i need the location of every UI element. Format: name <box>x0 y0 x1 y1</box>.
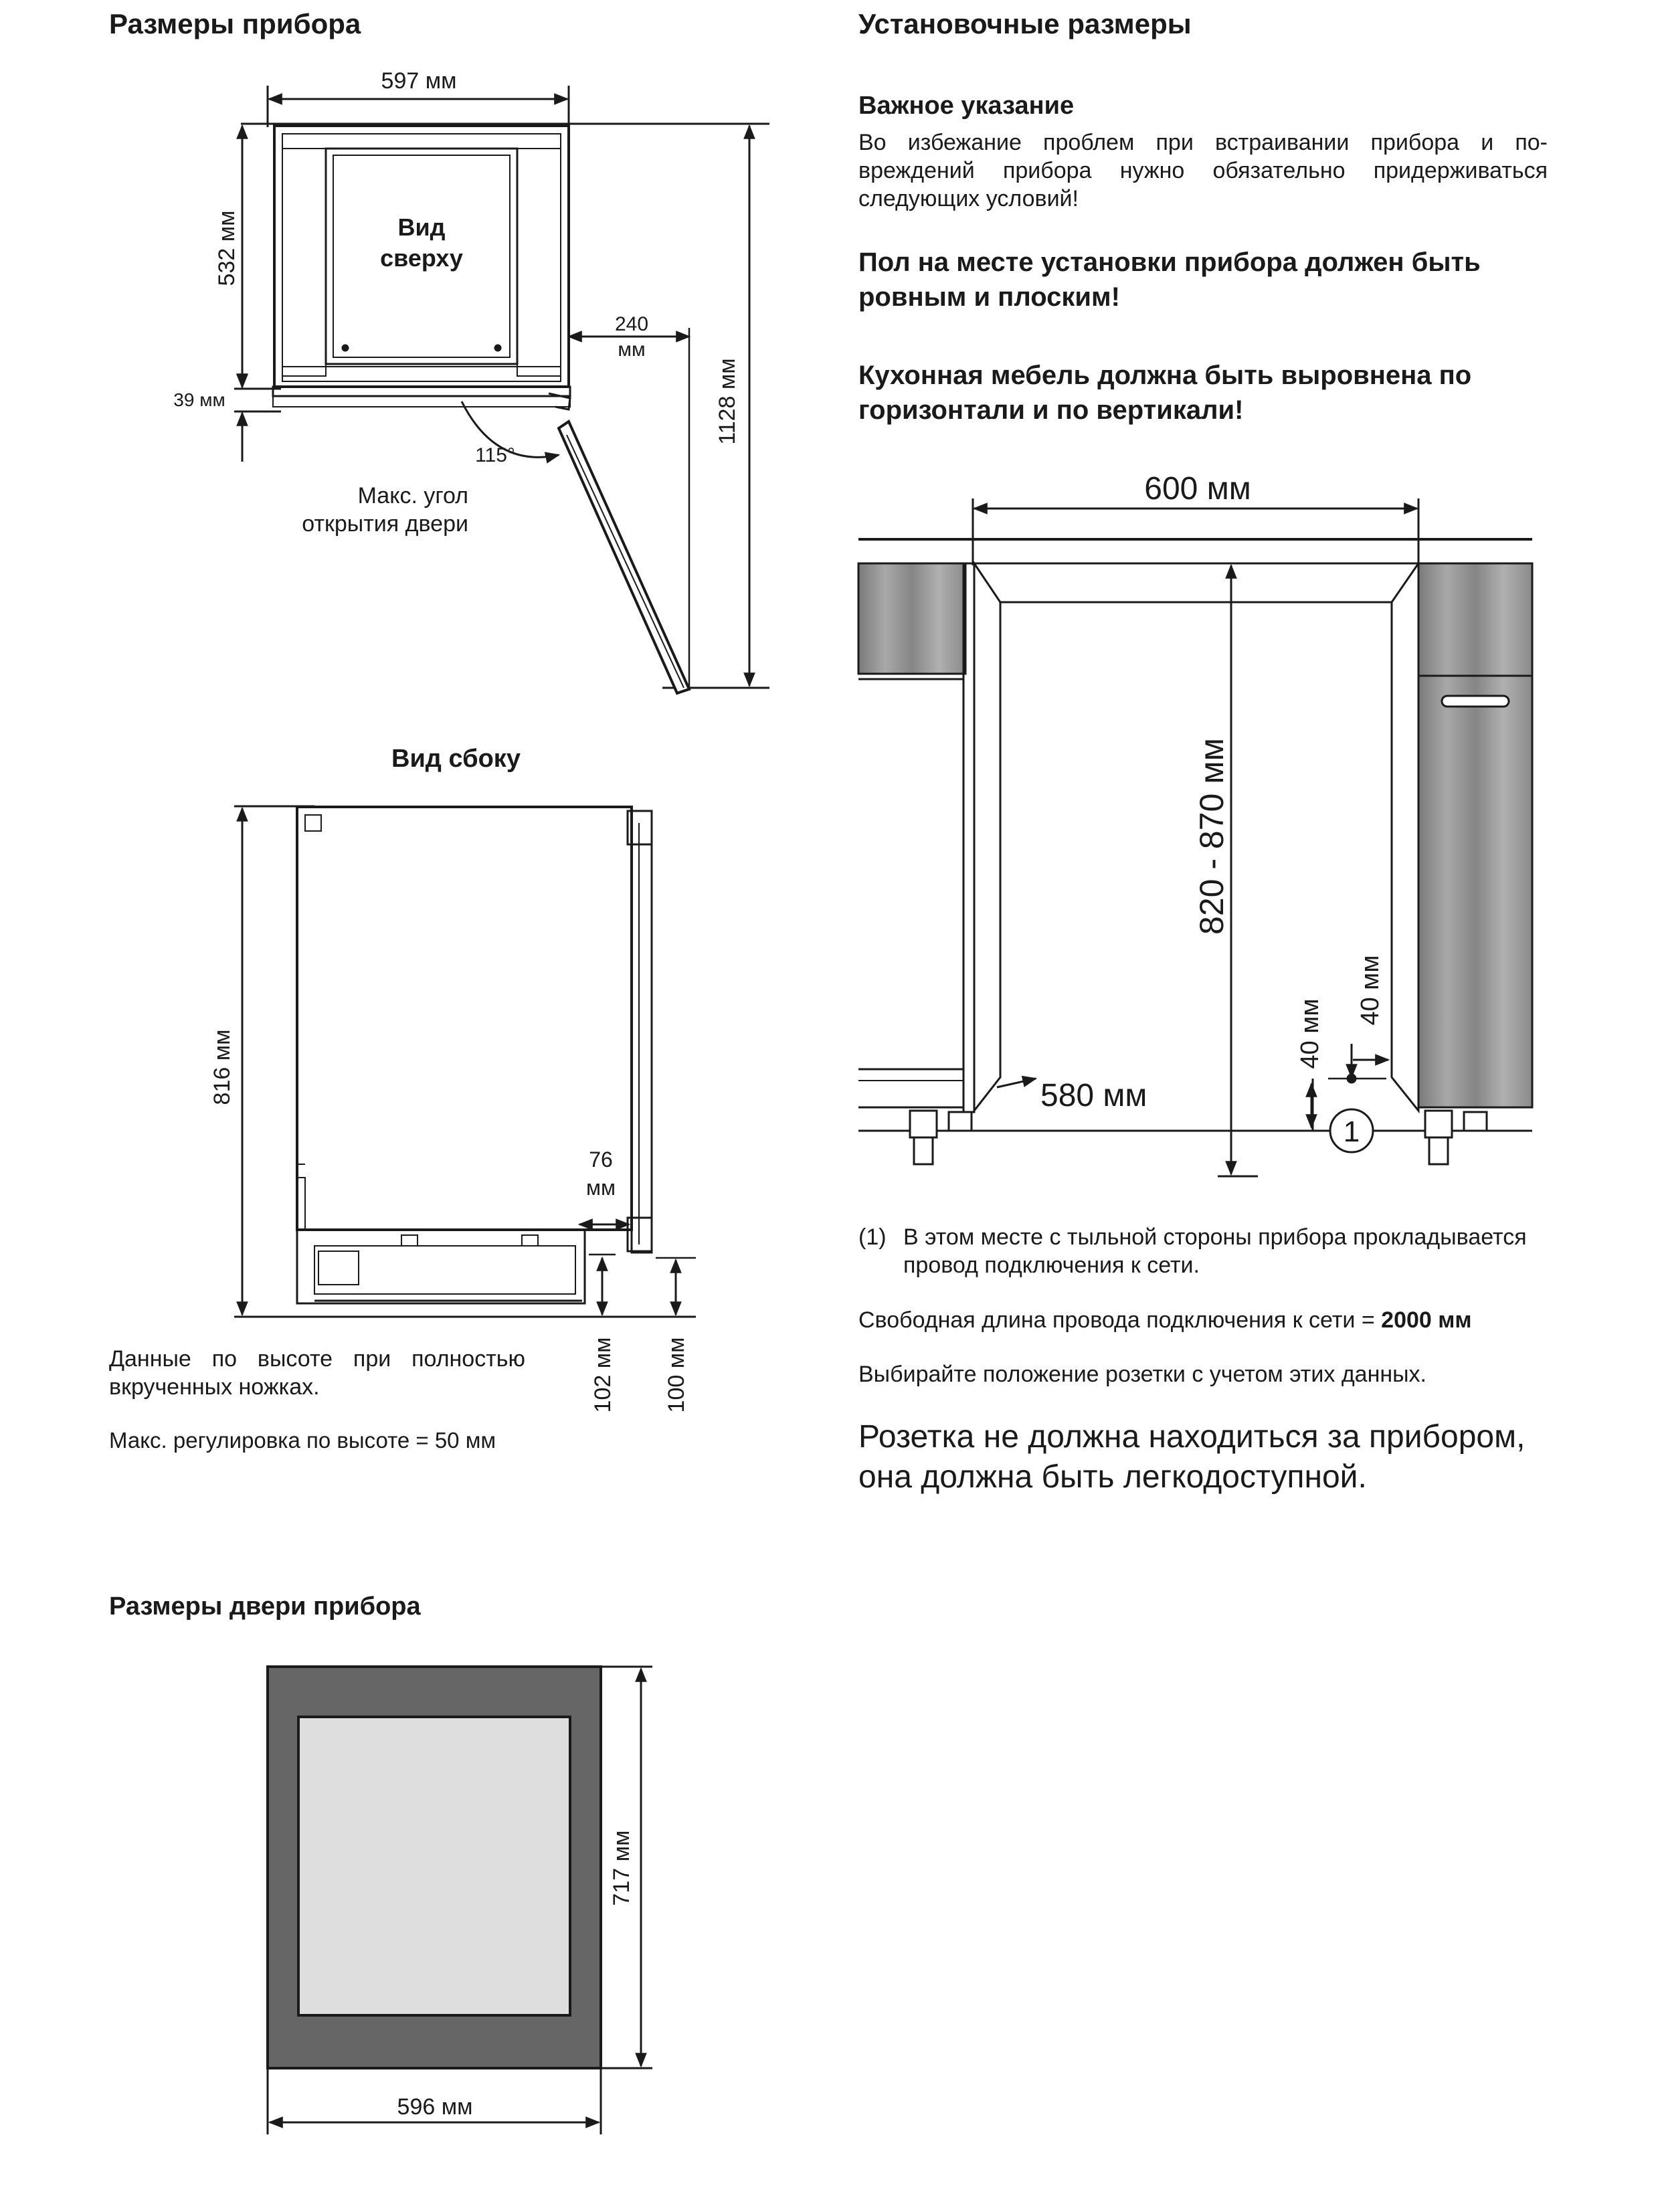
top-view-drawing <box>234 86 769 695</box>
side-view-drawing <box>234 805 696 1318</box>
angle-arc <box>460 401 561 464</box>
niche-height-label: 820 - 870 мм <box>1193 738 1230 935</box>
cable-length-label: Свободная длина провода подключения к се… <box>858 1307 1375 1333</box>
door-height-label: 717 мм <box>609 1831 634 1906</box>
footnote-text: В этом месте с тыльной стороны прибора п… <box>903 1224 1527 1278</box>
height-note: Данные по высоте при полностью вкрученны… <box>109 1346 525 1400</box>
socket-marker <box>1329 1108 1374 1154</box>
offset-240-unit: мм <box>618 339 645 361</box>
side-view-body <box>296 806 633 1231</box>
dim-width-label: 597 мм <box>381 68 457 94</box>
foot-102-label: 102 мм <box>590 1338 616 1413</box>
door-title: Размеры двери прибора <box>109 1592 421 1621</box>
door-gap-label: 39 мм <box>173 389 225 410</box>
socket-height-label: 40 мм <box>1296 998 1324 1069</box>
angle-caption-1: Макс. угол <box>358 483 468 509</box>
floor-requirement: Пол на месте установки прибора должен бы… <box>858 248 1481 312</box>
furniture-requirement: Кухонная мебель должна быть выровнена по… <box>858 361 1472 425</box>
top-view-label-1: Вид <box>398 213 446 241</box>
foot-100-label: 100 мм <box>664 1338 689 1413</box>
important-title: Важное указание <box>858 92 1075 120</box>
offset-240-label: 240 <box>615 313 648 335</box>
right-cabinet <box>1417 674 1534 1109</box>
socket-offset-label: 40 мм <box>1356 955 1384 1025</box>
right-cabinet-top <box>1417 562 1534 677</box>
cabinet-handle <box>1441 695 1510 708</box>
footnote-number: (1) <box>858 1224 887 1250</box>
dim-depth-label: 532 мм <box>214 211 240 286</box>
angle-label: 115° <box>475 444 515 466</box>
niche-drawing <box>857 498 1534 1178</box>
angle-caption-2: открытия двери <box>302 511 468 537</box>
side-view-door <box>630 810 653 1254</box>
section-title-installation-dimensions: Установочные размеры <box>858 8 1192 39</box>
important-text: Во избежание проблем при встраивании при… <box>858 130 1548 211</box>
door-drawing <box>266 1665 652 2134</box>
door-inner-panel <box>297 1716 571 2017</box>
door-width-label: 596 мм <box>397 2094 473 2120</box>
adjust-note: Макс. регулировка по высоте = 50 мм <box>109 1428 496 1453</box>
top-view-label-2: сверху <box>380 244 463 272</box>
section-title-device-dimensions: Размеры прибора <box>109 8 361 39</box>
offset-76-label: 76 <box>589 1147 613 1172</box>
cable-length-value: 2000 мм <box>1381 1307 1472 1333</box>
left-cabinet <box>857 562 967 675</box>
socket-marker-label: 1 <box>1344 1115 1360 1148</box>
offset-76-unit: мм <box>586 1176 616 1200</box>
niche-width-label: 600 мм <box>1144 471 1251 506</box>
socket-note: Розетка не должна находиться за прибором… <box>858 1419 1526 1495</box>
niche-depth-label: 580 мм <box>1040 1078 1147 1113</box>
dim-total-depth-label: 1128 мм <box>715 358 740 444</box>
choose-note: Выбирайте положение розетки с учетом эти… <box>858 1362 1427 1387</box>
side-view-title: Вид сбоку <box>391 745 521 773</box>
cable-length-note: Свободная длина провода подключения к се… <box>858 1306 1472 1334</box>
dim-height-label: 816 мм <box>209 1030 235 1105</box>
